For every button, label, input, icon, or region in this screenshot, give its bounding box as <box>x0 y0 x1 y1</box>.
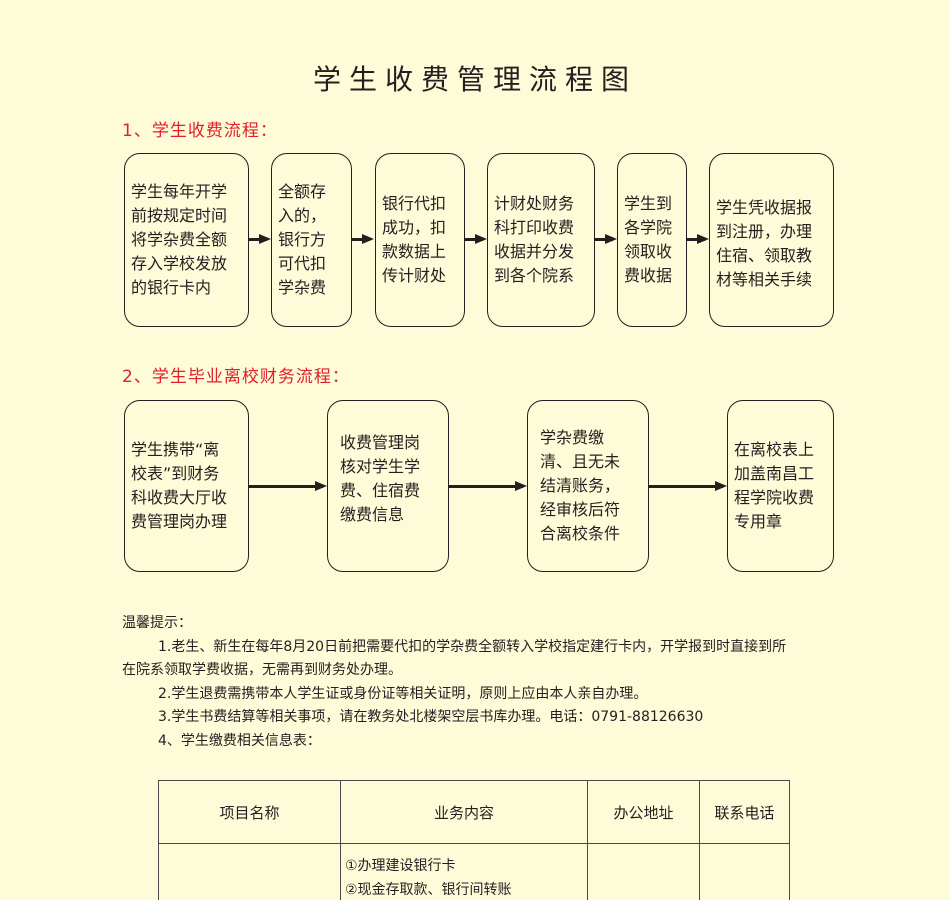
header-phone: 联系电话 <box>699 780 790 844</box>
arrow-icon <box>649 481 727 491</box>
cell-address <box>587 843 700 900</box>
section2-heading: 2、学生毕业离校财务流程： <box>122 367 350 387</box>
table-row: ①办理建设银行卡 ②现金存取款、银行间转账 <box>158 843 790 900</box>
tips-heading: 温馨提示： <box>122 615 192 631</box>
arrow-icon <box>249 234 271 244</box>
arrow-icon <box>449 481 527 491</box>
flow1-step-1: 学生每年开学 前按规定时间 将学杂费全额 存入学校发放 的银行卡内 <box>124 153 249 327</box>
flow2-step-1: 学生携带“离 校表”到财务 科收费大厅收 费管理岗办理 <box>124 400 249 572</box>
tip-item: 3.学生书费结算等相关事项，请在教务处北楼架空层书库办理。电话：0791-881… <box>158 709 704 725</box>
flow2-step-4: 在离校表上 加盖南昌工 程学院收费 专用章 <box>727 400 834 572</box>
tip-item: 在院系领取学费收据，无需再到财务处办理。 <box>122 662 402 678</box>
cell-phone <box>699 843 790 900</box>
flow1-step-5: 学生到 各学院 领取收 费收据 <box>617 153 687 327</box>
arrow-icon <box>465 234 487 244</box>
arrow-icon <box>687 234 709 244</box>
flow1-step-2: 全额存 入的， 银行方 可代扣 学杂费 <box>271 153 352 327</box>
arrow-icon <box>595 234 617 244</box>
header-business: 业务内容 <box>340 780 588 844</box>
content-line: ②现金存取款、银行间转账 <box>345 882 512 898</box>
tip-item: 2.学生退费需携带本人学生证或身份证等相关证明，原则上应由本人亲自办理。 <box>158 685 648 702</box>
flow1-step-4: 计财处财务 科打印收费 收据并分发 到各个院系 <box>487 153 595 327</box>
page-title: 学生收费管理流程图 <box>312 63 637 96</box>
section1-heading: 1、学生收费流程： <box>122 121 278 141</box>
content-line: ①办理建设银行卡 <box>345 858 456 874</box>
tip-item: 1.老生、新生在每年8月20日前把需要代扣的学杂费全额转入学校指定建行卡内，开学… <box>158 638 787 655</box>
flow1-step-3: 银行代扣 成功，扣 款数据上 传计财处 <box>375 153 465 327</box>
header-item-name: 项目名称 <box>158 780 341 844</box>
arrow-icon <box>249 481 327 491</box>
flow2-step-3: 学杂费缴 清、且无未 结清账务， 经审核后符 合离校条件 <box>527 400 649 572</box>
cell-content: ①办理建设银行卡 ②现金存取款、银行间转账 <box>340 843 588 900</box>
header-address: 办公地址 <box>587 780 700 844</box>
arrow-icon <box>352 234 374 244</box>
flow2-step-2: 收费管理岗 核对学生学 费、住宿费 缴费信息 <box>327 400 449 572</box>
tips: 温馨提示： 1.老生、新生在每年8月20日前把需要代扣的学杂费全额转入学校指定建… <box>122 612 842 753</box>
flow1-step-6: 学生凭收据报 到注册，办理 住宿、领取教 材等相关手续 <box>709 153 834 327</box>
cell-name <box>158 843 341 900</box>
fee-info-table: 项目名称 业务内容 办公地址 联系电话 ①办理建设银行卡 ②现金存取款、银行间转… <box>158 780 790 900</box>
tip-item: 4、学生缴费相关信息表： <box>158 732 321 749</box>
